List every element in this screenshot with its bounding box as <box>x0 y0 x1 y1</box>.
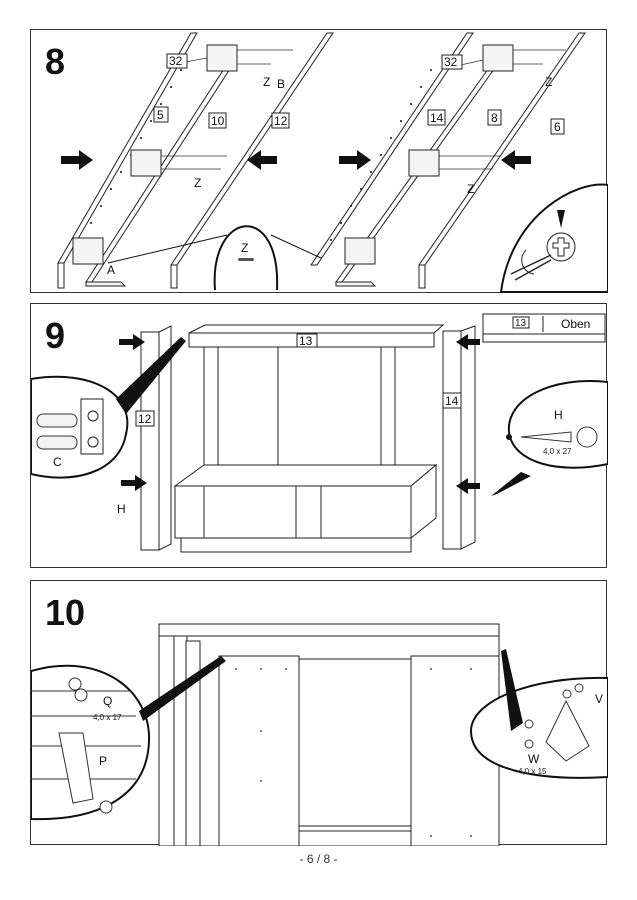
screw-h-icon <box>520 426 598 448</box>
screw-q-icon <box>74 688 88 702</box>
arrow-right-icon <box>339 150 371 170</box>
board-6-side <box>418 264 426 289</box>
part-label: 8 <box>491 111 498 125</box>
connector-plate <box>130 149 162 177</box>
arrow-left-icon <box>456 334 480 350</box>
screw-w-icon <box>524 719 534 729</box>
arrow-right-icon <box>119 334 145 350</box>
arrow-right-icon <box>121 475 147 491</box>
part-label: 12 <box>274 114 288 128</box>
arrow-left-icon <box>456 478 480 494</box>
arrow-down-icon <box>557 210 565 228</box>
part-label: 12 <box>138 412 152 426</box>
step-9-illustration: 12 13 14 13 Oben C H 4,0 x 27 H <box>31 313 608 553</box>
hardware-label: Z <box>194 176 201 190</box>
part-label: 6 <box>554 120 561 134</box>
part-label: 32 <box>169 54 183 68</box>
legend-part-label: 13 <box>515 318 527 329</box>
step-8-illustration: 32 5 10 12 Z B Z A Z 32 14 8 6 Z Z <box>57 32 608 293</box>
detail-label: Z <box>241 241 248 255</box>
dowel-c-icon <box>36 413 78 450</box>
dowel-label: C <box>53 455 62 469</box>
connector-plate <box>408 149 440 177</box>
screw-w-icon <box>524 739 534 749</box>
part-label: 10 <box>211 114 225 128</box>
part-label: 32 <box>444 55 458 69</box>
part-label: 13 <box>299 334 313 348</box>
orientation-legend <box>482 313 606 343</box>
board-5-side <box>57 262 65 289</box>
hardware-label: Z <box>263 75 270 89</box>
connector-plate <box>206 44 238 72</box>
screw-position-label: H <box>117 502 126 516</box>
hardware-label: Z <box>545 75 552 89</box>
step-8-panel: 8 <box>30 29 608 293</box>
bracket-label: P <box>99 754 107 768</box>
hardware-label: Z <box>467 182 474 196</box>
step-number: 8 <box>45 41 66 82</box>
step-10-illustration: Q 4,0 x 17 P V W 4,0 x 15 <box>31 623 608 846</box>
corner-bracket-v-icon <box>545 699 590 762</box>
board-8-base <box>335 281 377 287</box>
screw-q-icon <box>68 677 82 691</box>
cam-lock-icon <box>552 237 570 257</box>
hardware-label: A <box>107 263 115 277</box>
screw-label: W <box>528 752 540 766</box>
arrow-left-icon <box>247 150 277 170</box>
door-panel-left <box>218 655 300 846</box>
part-label: 14 <box>430 111 444 125</box>
step-number: 10 <box>45 592 86 633</box>
step-9-panel: 9 <box>30 303 608 568</box>
side-panel-14 <box>442 330 462 550</box>
connector-plate <box>482 44 514 72</box>
part-label: 5 <box>157 108 164 122</box>
screw-label: Q <box>103 694 112 708</box>
screw-size: 4,0 x 17 <box>93 713 122 722</box>
screw-size: 4,0 x 27 <box>543 447 572 456</box>
board-10-base <box>85 281 127 287</box>
bracket-p-icon <box>58 732 94 804</box>
bracket-label: V <box>595 692 603 706</box>
arrow-left-icon <box>501 150 531 170</box>
legend-text: Oben <box>561 317 590 331</box>
bracket-detail-bubble <box>31 664 151 821</box>
screw-size: 4,0 x 15 <box>518 767 547 776</box>
screw-label: H <box>554 408 563 422</box>
connector-plate <box>344 237 376 265</box>
hardware-label: B <box>277 77 285 91</box>
board-14 <box>310 32 474 266</box>
step-10-panel: 10 <box>30 580 608 846</box>
step-number: 9 <box>45 315 66 356</box>
board-12-side <box>170 264 178 289</box>
page-number: - 6 / 8 - <box>299 852 338 866</box>
connector-plate <box>72 237 104 265</box>
arrow-right-icon <box>61 150 93 170</box>
part-label: 14 <box>445 394 459 408</box>
